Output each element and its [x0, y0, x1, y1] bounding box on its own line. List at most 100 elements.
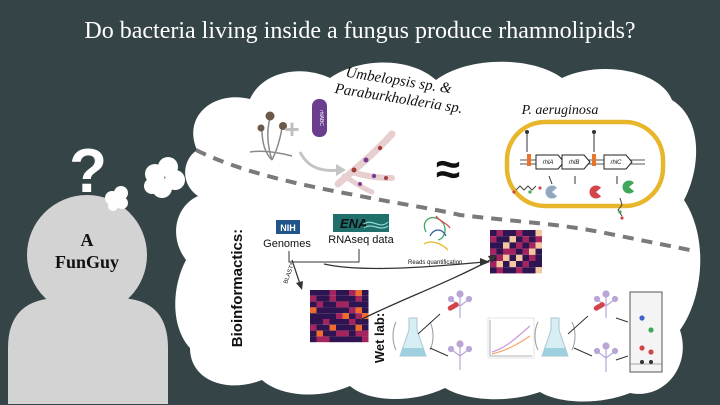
heatmap-cell [316, 313, 323, 319]
heatmap-cell [342, 290, 349, 296]
heatmap-cell [323, 290, 330, 296]
heatmap-cell [316, 295, 323, 302]
bacterium-icon: rhlABC [312, 99, 327, 137]
heatmap-cell [329, 336, 336, 343]
thought-bubble-small [105, 186, 128, 211]
heatmap-cell [310, 330, 317, 337]
heatmap-cell [535, 230, 542, 237]
heatmap-cell [329, 324, 336, 331]
nih-logo: NIH [276, 220, 300, 234]
heatmap-cell [355, 295, 362, 302]
heatmap-cell [509, 230, 516, 237]
blast-arrow [291, 259, 301, 285]
heatmap-cell [349, 290, 356, 296]
heatmap-cell [509, 242, 516, 249]
heatmap-cell [336, 319, 343, 325]
bioinformatics-label: Bioinformactics: [229, 229, 246, 347]
heatmap-cell [310, 313, 317, 319]
heatmap-cell [362, 319, 369, 325]
heatmap-cell [522, 242, 529, 249]
wetlab-section: Wet lab: [372, 290, 663, 373]
heatmap-cell [316, 319, 323, 325]
heatmap-cell [336, 336, 343, 343]
rnaseq-label: RNAseq data [328, 234, 394, 246]
heatmap-cell [355, 336, 362, 343]
svg-text:ENA: ENA [340, 216, 367, 231]
enzyme-icon [589, 185, 605, 199]
growth-curve-plot [487, 317, 535, 359]
heatmap-cell [496, 242, 503, 249]
heatmap-cell [529, 236, 536, 243]
heatmap-cell [329, 295, 336, 302]
heatmap-cell [535, 254, 542, 261]
rhamnolipid-molecule-icon [512, 185, 542, 194]
question-mark-icon: ? [69, 137, 107, 206]
fungus-with-bacteria-icon [593, 290, 619, 318]
heatmap-cell [349, 313, 356, 319]
heatmap-cell [329, 330, 336, 337]
tlc-plate-icon [629, 291, 663, 373]
svg-text:rhlC: rhlC [610, 160, 622, 166]
sporangium-icon [265, 111, 275, 121]
genomes-label: Genomes [263, 238, 311, 250]
reads-quantification-label: Reads quantification [408, 260, 462, 266]
reference-cell-frame [504, 119, 666, 209]
heatmap-link-arrow [359, 257, 495, 321]
heatmap-cell [503, 230, 510, 237]
hyphae-with-bacteria-icon [334, 130, 396, 195]
heatmap-cell [503, 236, 510, 243]
heatmap-cell [316, 336, 323, 343]
heatmap-cell [362, 313, 369, 319]
cured-fungus-icon [447, 340, 473, 370]
heatmap-cell [516, 248, 523, 255]
enzyme-icon [622, 180, 638, 194]
heatmap-cell [509, 267, 516, 274]
cured-fungus-icon [593, 342, 619, 372]
bacterium-icon [593, 302, 605, 311]
gene-rhlc: rhlC [603, 154, 633, 170]
fungus-with-bacteria-icon [447, 290, 473, 318]
heatmap-cell [349, 295, 356, 302]
heatmap-cell [342, 301, 349, 308]
bioinformatics-section: Bioinformactics: NIH Genomes ENA RNAseq … [229, 214, 542, 347]
heatmap-cell [342, 319, 349, 325]
arrow-icon [298, 151, 341, 172]
branch-arrows-icon [567, 315, 593, 357]
heatmap-cell [516, 267, 523, 274]
heatmap-cell [516, 254, 523, 261]
heatmap-cell [342, 307, 349, 314]
heatmap-cell [323, 307, 330, 314]
bracket-connector [288, 249, 360, 263]
heatmap-cell [323, 313, 330, 319]
person-body [8, 298, 168, 404]
shaking-lines-icon [534, 321, 539, 351]
symbiosis-section: Umbelopsis sp. & Paraburkholderia sp. + … [249, 65, 464, 195]
heatmap-cell [362, 301, 369, 308]
reads-quantification-arrow [323, 261, 485, 270]
heatmap-cell [310, 319, 317, 325]
thought-bubbles [105, 157, 185, 211]
heatmap-cell [490, 248, 497, 255]
heatmap-cell [336, 301, 343, 308]
thought-cloud [175, 61, 701, 402]
heatmap-cell [490, 267, 497, 274]
promoter-icon [527, 154, 531, 166]
heatmap-cell [362, 295, 369, 302]
culture-flask-icon [399, 317, 427, 357]
gene-rhla: rhlA [535, 154, 565, 170]
approximately-equal-icon: ≈ [436, 145, 460, 194]
heatmap-cell [310, 307, 317, 314]
heatmap-cell [336, 330, 343, 337]
heatmap-cell [355, 290, 362, 296]
heatmap-cell [503, 242, 510, 249]
person-name-line1: A [81, 230, 94, 250]
heatmap-cell [323, 295, 330, 302]
heatmap-cell [329, 319, 336, 325]
heatmap-cell [355, 313, 362, 319]
heatmap-cell [509, 236, 516, 243]
heatmap-cell [362, 330, 369, 337]
heatmap-cell [355, 301, 362, 308]
heatmap-cell [535, 236, 542, 243]
heatmap-cell [336, 290, 343, 296]
heatmap-cell [316, 330, 323, 337]
